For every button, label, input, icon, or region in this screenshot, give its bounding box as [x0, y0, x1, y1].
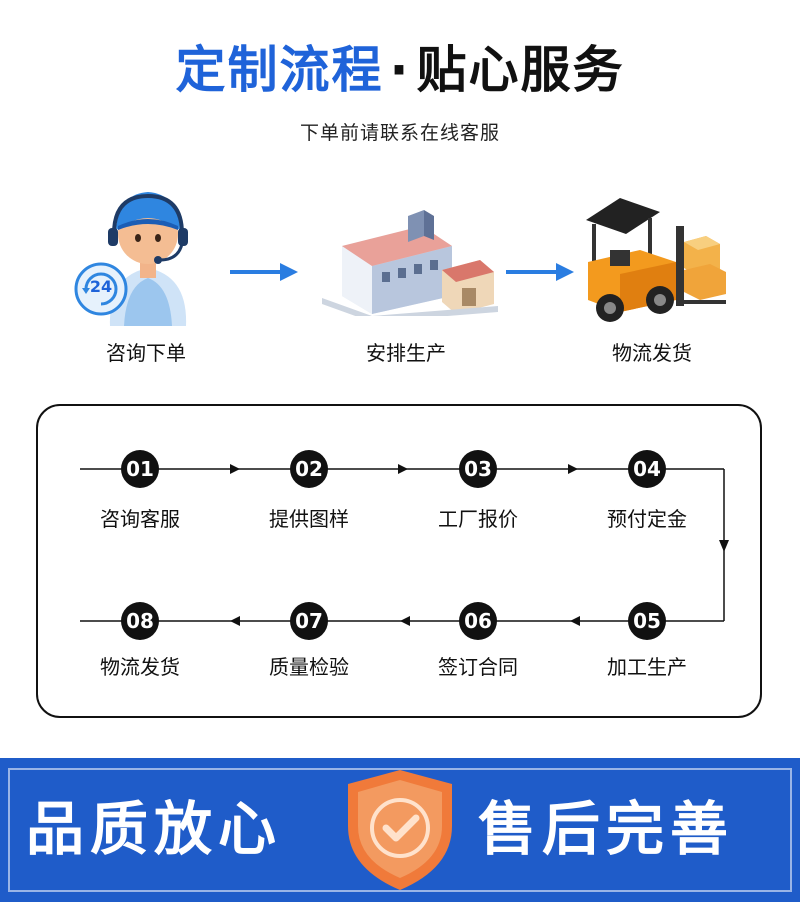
page-title: 定制流程·贴心服务 — [0, 38, 800, 102]
step-label-07: 质量检验 — [269, 655, 349, 679]
step-node-04: 04 — [628, 450, 666, 488]
banner-left-text: 品质放心 — [26, 795, 283, 863]
step-node-08: 08 — [121, 602, 159, 640]
step-label-order: 咨询下单 — [106, 341, 186, 365]
step-node-06: 06 — [459, 602, 497, 640]
step-label-08: 物流发货 — [100, 655, 180, 679]
step-label-04: 预付定金 — [607, 507, 687, 531]
step-label-02: 提供图样 — [269, 507, 349, 531]
step-node-05: 05 — [628, 602, 666, 640]
title-separator: · — [389, 41, 411, 99]
forklift-icon — [580, 196, 730, 326]
arrow-right-icon — [506, 260, 576, 284]
shield-check-icon — [338, 766, 462, 894]
factory-icon — [312, 196, 498, 322]
banner-right-text: 售后完善 — [478, 795, 735, 863]
page-subtitle: 下单前请联系在线客服 — [299, 122, 500, 144]
step-node-02: 02 — [290, 450, 328, 488]
24-badge-text: 24 — [89, 277, 113, 296]
step-label-03: 工厂报价 — [438, 507, 518, 531]
process-panel — [36, 404, 762, 718]
banner-frame — [8, 768, 792, 892]
step-label-01: 咨询客服 — [100, 507, 180, 531]
step-label-05: 加工生产 — [607, 655, 687, 679]
step-node-01: 01 — [121, 450, 159, 488]
step-node-03: 03 — [459, 450, 497, 488]
customer-service-agent-icon — [62, 176, 232, 326]
title-main: 贴心服务 — [416, 41, 625, 99]
arrow-right-icon — [230, 260, 300, 284]
title-highlight: 定制流程 — [175, 41, 384, 99]
step-node-07: 07 — [290, 602, 328, 640]
24-hour-badge-icon — [74, 262, 128, 316]
step-label-shipping: 物流发货 — [612, 341, 692, 365]
step-label-production: 安排生产 — [366, 341, 446, 365]
step-label-06: 签订合同 — [438, 655, 518, 679]
